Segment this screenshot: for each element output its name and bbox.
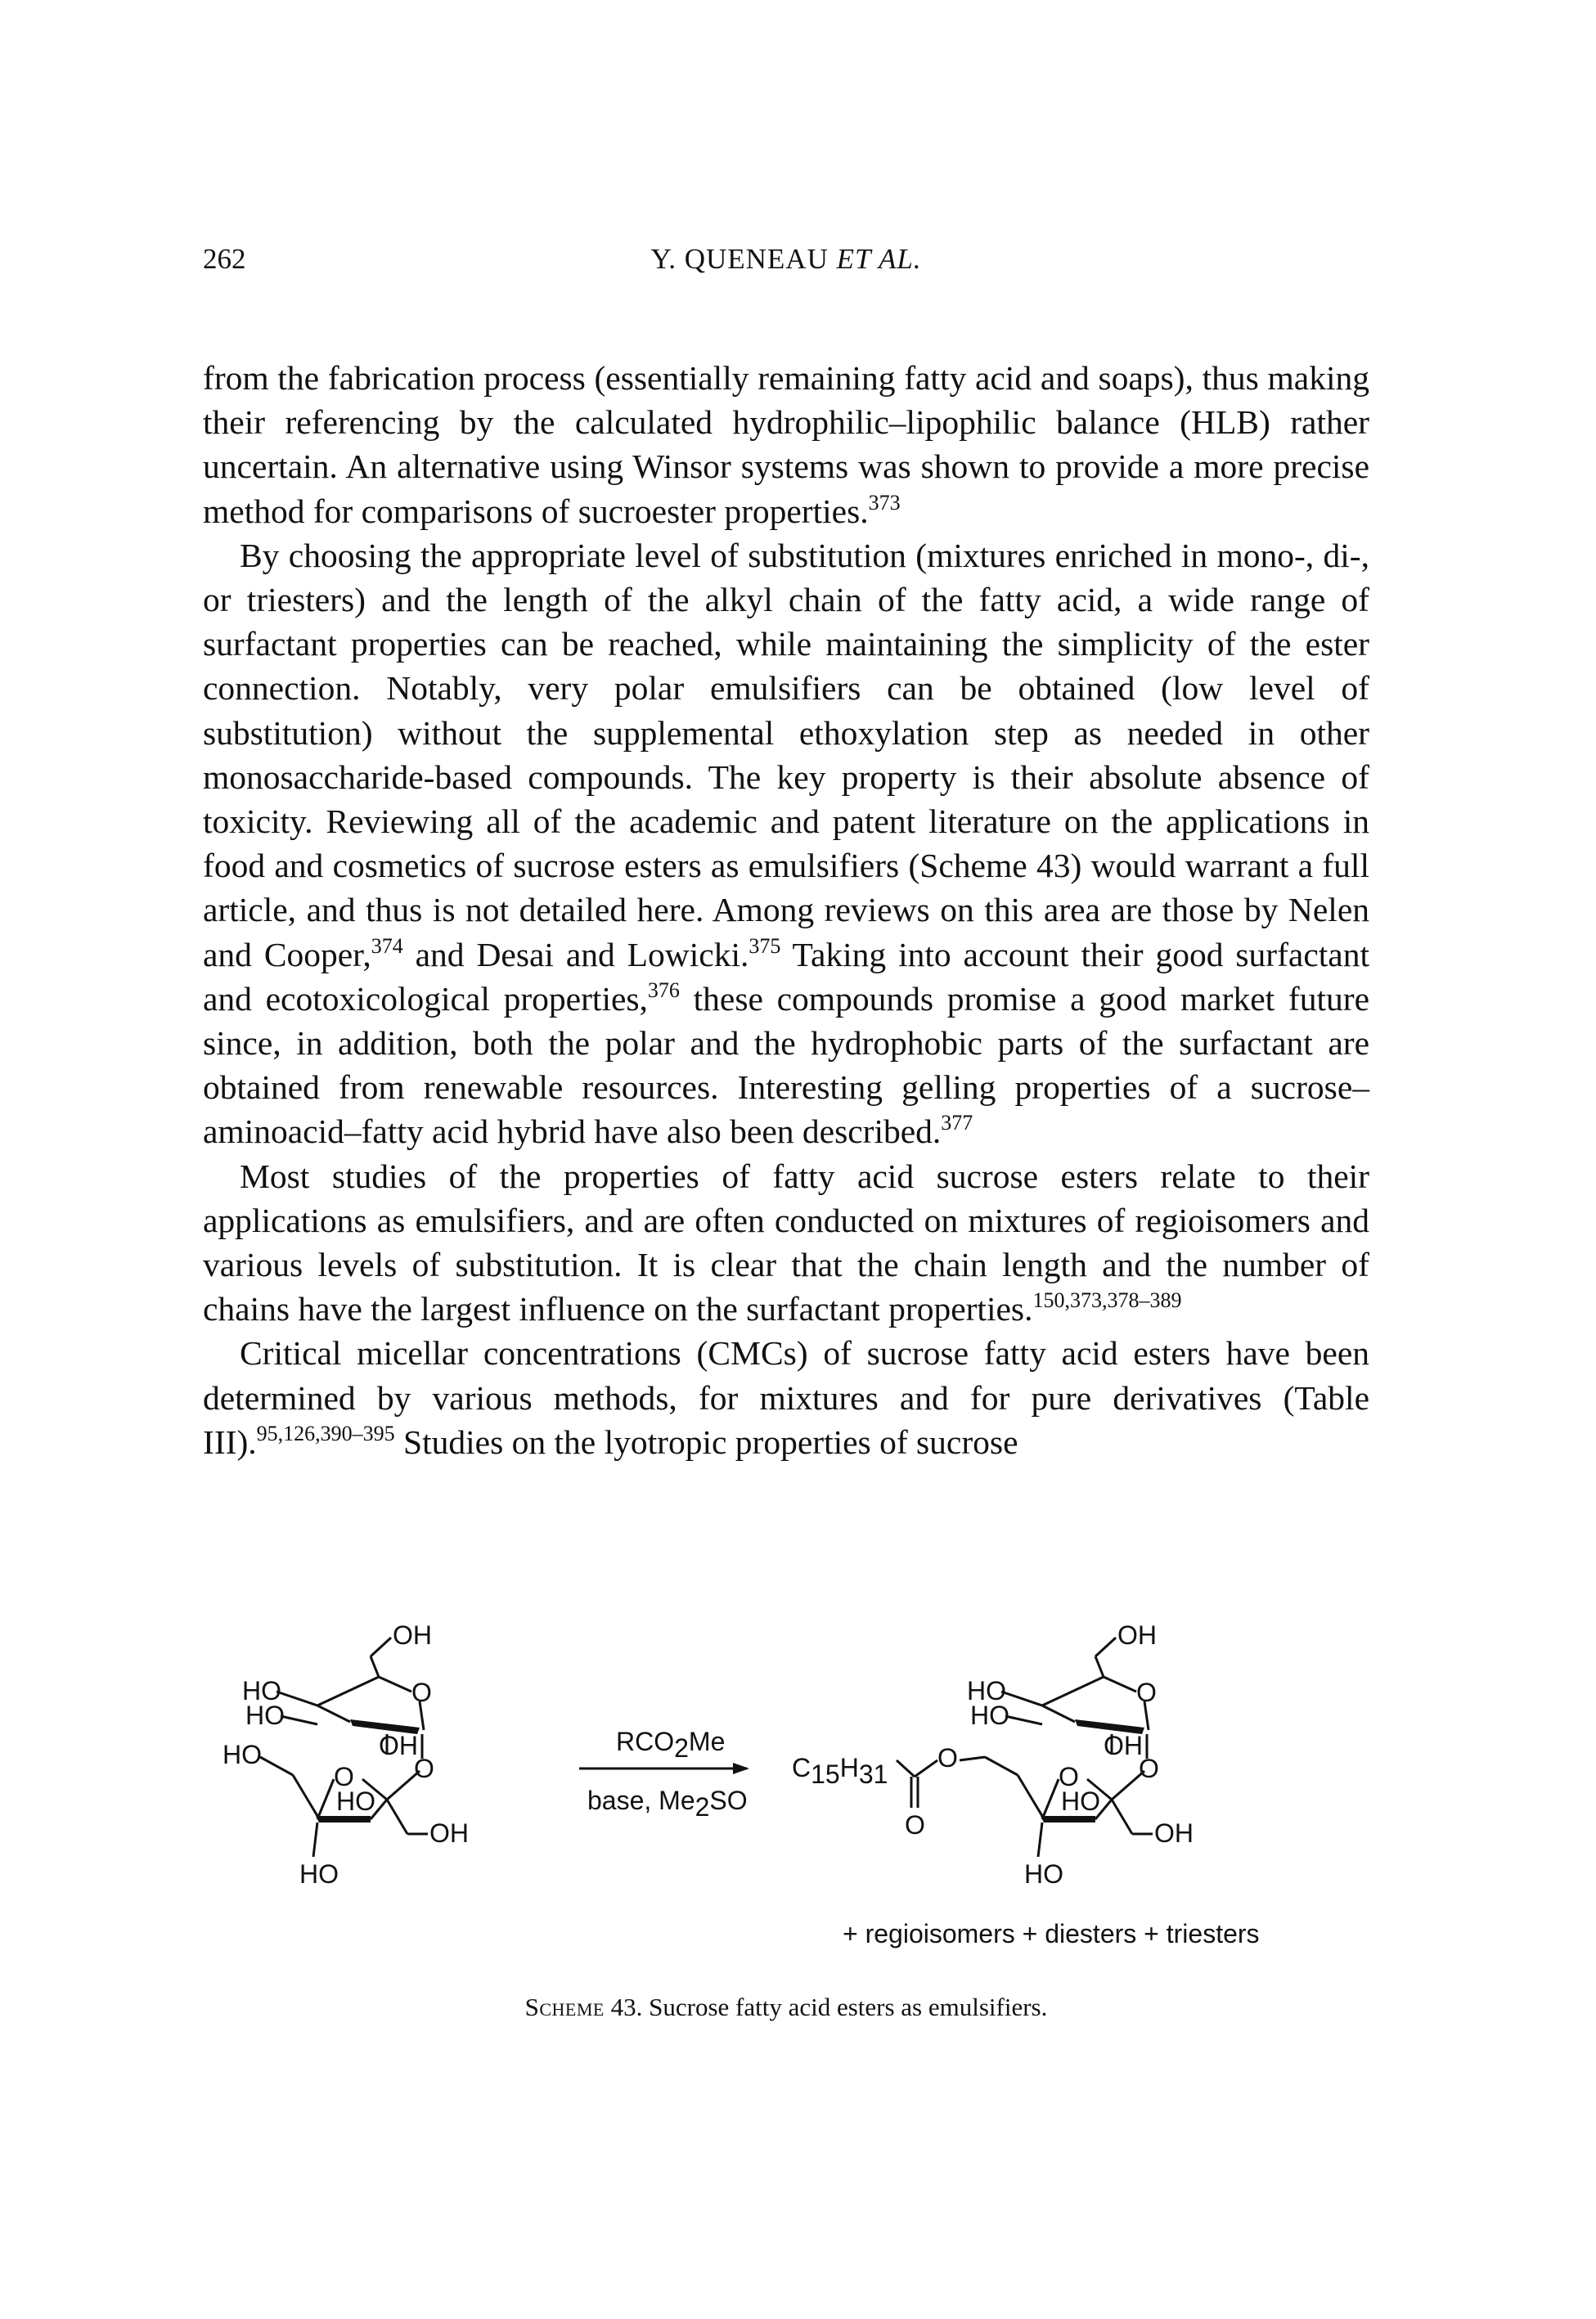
paragraph-text: these compounds promise a good market fu… [203, 979, 1369, 1151]
page-number: 262 [203, 243, 246, 275]
label-oh: OH [1154, 1818, 1194, 1848]
body-paragraph: from the fabrication process (essentiall… [203, 356, 1369, 533]
label-carbonyl-o: O [905, 1810, 925, 1840]
label-ring-o: O [334, 1762, 354, 1791]
reaction-arrow: RCO2Me base, Me2SO [579, 1727, 749, 1822]
label-ho: HO [223, 1740, 262, 1769]
label-oh: OH [1117, 1620, 1157, 1650]
label-ring-o: O [1136, 1678, 1157, 1707]
label-ho: HO [1024, 1859, 1063, 1889]
label-ester-o: O [937, 1743, 958, 1773]
running-title-et-al: ET AL. [836, 243, 922, 275]
citation-superscript: 374 [371, 933, 403, 958]
reagent-bottom: base, Me2SO [587, 1786, 748, 1822]
body-paragraph: Most studies of the properties of fatty … [203, 1154, 1369, 1332]
paragraph-text: Studies on the lyotropic properties of s… [394, 1422, 1018, 1461]
body-paragraph: Critical micellar concentrations (CMCs) … [203, 1331, 1369, 1464]
label-ho: HO [299, 1859, 339, 1889]
sucrose-structure: OH O HO HO OH HO O O HO OH HO [223, 1620, 469, 1889]
reagent-top: RCO2Me [616, 1727, 725, 1763]
label-ho: HO [336, 1786, 375, 1816]
running-title: Y. QUENEAU ET AL. [203, 239, 1369, 280]
body-text: from the fabrication process (essentiall… [203, 356, 1369, 1464]
reaction-scheme: OH O HO HO OH HO O O HO OH HO RCO2Me bas… [223, 1620, 1260, 1948]
label-ho: HO [242, 1676, 281, 1706]
caption-number: 43. [610, 1993, 643, 2021]
label-oh: OH [393, 1620, 432, 1650]
citation-superscript: 95,126,390–395 [256, 1421, 395, 1445]
scheme-43-figure: OH O HO HO OH HO O O HO OH HO RCO2Me bas… [203, 1620, 1369, 1996]
paragraph-text: Critical micellar concentrations (CMCs) … [203, 1334, 1369, 1461]
label-ho: HO [245, 1701, 285, 1730]
label-glycosidic-o: O [1139, 1754, 1159, 1783]
paragraph-text: from the fabrication process (essentiall… [203, 359, 1369, 530]
citation-superscript: 376 [647, 977, 680, 1002]
running-header: 262 Y. QUENEAU ET AL. [203, 239, 1369, 280]
body-paragraph: By choosing the appropriate level of sub… [203, 533, 1369, 1154]
label-oh: OH [1104, 1731, 1143, 1760]
label-ho: HO [967, 1676, 1006, 1706]
citation-superscript: 375 [749, 933, 781, 958]
scheme-caption: Scheme 43. Sucrose fatty acid esters as … [203, 1989, 1369, 2025]
label-ring-o: O [1059, 1762, 1079, 1791]
paragraph-text: Most studies of the properties of fatty … [203, 1157, 1369, 1328]
running-title-author: Y. QUENEAU [650, 243, 829, 275]
fatty-acid-chain: C15H31 [792, 1753, 888, 1789]
label-oh: OH [379, 1731, 418, 1760]
label-oh: OH [429, 1818, 469, 1848]
caption-label: Scheme [524, 1993, 605, 2021]
citation-superscript: 150,373,378–389 [1032, 1288, 1182, 1313]
paragraph-text: and Desai and Lowicki. [402, 935, 749, 973]
citation-superscript: 373 [868, 490, 901, 515]
citation-superscript: 377 [941, 1111, 973, 1135]
paragraph-text: By choosing the appropriate level of sub… [203, 536, 1369, 973]
label-ring-o: O [411, 1678, 432, 1707]
label-ho: HO [970, 1701, 1009, 1730]
scheme-note: + regioisomers + diesters + triesters [843, 1919, 1260, 1948]
label-glycosidic-o: O [414, 1754, 434, 1783]
sucrose-ester-structure: C15H31 O O OH O HO HO OH O O HO OH HO [792, 1620, 1194, 1889]
label-ho: HO [1061, 1786, 1100, 1816]
caption-text: Sucrose fatty acid esters as emulsifiers… [649, 1993, 1048, 2021]
paragraph-text: Taking into account their good surfactan… [203, 935, 1369, 1018]
